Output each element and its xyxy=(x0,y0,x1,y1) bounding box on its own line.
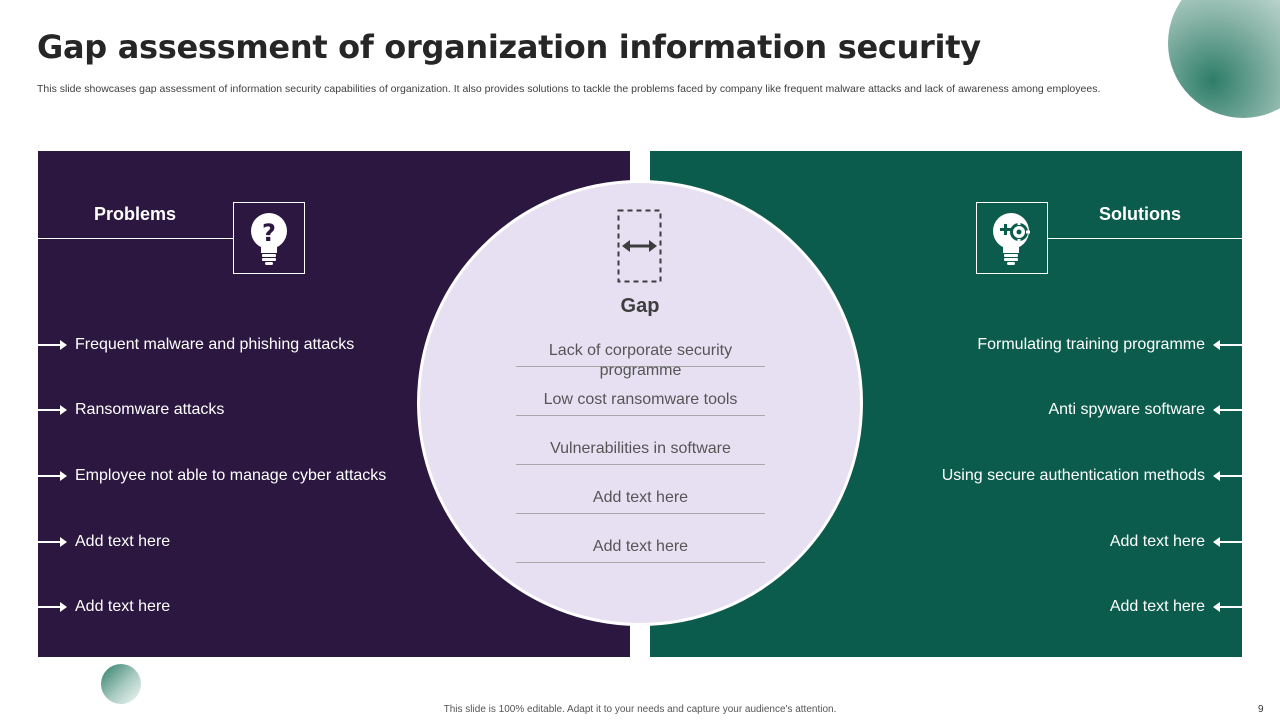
problem-item-label: Add text here xyxy=(75,598,171,615)
svg-text:?: ? xyxy=(262,219,276,247)
problem-item: Add text here xyxy=(38,532,170,552)
solution-item-label: Add text here xyxy=(1109,533,1205,550)
slide-title: Gap assessment of organization informati… xyxy=(37,28,981,66)
solution-item-label: Add text here xyxy=(1109,598,1205,615)
problem-item: Add text here xyxy=(38,597,170,617)
solutions-heading: Solutions xyxy=(1099,204,1181,224)
gap-item: Low cost ransomware tools xyxy=(516,390,765,416)
gap-heading: Gap xyxy=(620,295,660,317)
gap-item: Add text here xyxy=(516,488,765,514)
solution-item: Anti spyware software xyxy=(1048,400,1242,420)
arrow-left-icon xyxy=(1213,340,1242,350)
slide-subtitle: This slide showcases gap assessment of i… xyxy=(37,83,1101,95)
arrow-right-icon xyxy=(38,471,67,481)
bottom-decoration-circle xyxy=(101,664,141,704)
solution-item-label: Using secure authentication methods xyxy=(941,467,1205,484)
problems-heading-line xyxy=(38,238,233,239)
problem-item-label: Add text here xyxy=(75,533,171,550)
slide-footer: This slide is 100% editable. Adapt it to… xyxy=(443,704,837,715)
solution-item-label: Anti spyware software xyxy=(1048,401,1205,418)
solution-item: Add text here xyxy=(1110,597,1242,617)
arrow-right-icon xyxy=(38,340,67,350)
problem-item-label: Employee not able to manage cyber attack… xyxy=(75,467,387,484)
problem-item: Ransomware attacks xyxy=(38,400,224,420)
arrow-left-icon xyxy=(1213,602,1242,612)
problem-item-label: Ransomware attacks xyxy=(75,401,225,418)
lightbulb-gear-icon xyxy=(976,202,1048,274)
solution-item: Using secure authentication methods xyxy=(942,466,1242,486)
arrow-right-icon xyxy=(38,537,67,547)
arrow-left-icon xyxy=(1213,471,1242,481)
gap-circle xyxy=(417,180,863,626)
problems-heading: Problems xyxy=(94,204,177,224)
lightbulb-question-icon: ? xyxy=(233,202,305,274)
corner-decoration-circle xyxy=(1168,0,1280,118)
gap-item: Add text here xyxy=(516,537,765,563)
solution-item-label: Formulating training programme xyxy=(977,336,1205,353)
gap-arrows-icon xyxy=(617,209,662,283)
arrow-right-icon xyxy=(38,405,67,415)
page-number: 9 xyxy=(1258,704,1264,715)
solution-item: Formulating training programme xyxy=(977,335,1242,355)
solutions-heading-line xyxy=(1047,238,1242,239)
solution-item: Add text here xyxy=(1110,532,1242,552)
gap-item: Vulnerabilities in software xyxy=(516,439,765,465)
problem-item: Employee not able to manage cyber attack… xyxy=(38,466,386,486)
problem-item: Frequent malware and phishing attacks xyxy=(38,335,354,355)
arrow-left-icon xyxy=(1213,537,1242,547)
arrow-left-icon xyxy=(1213,405,1242,415)
gap-item: Lack of corporate security programme xyxy=(516,341,765,379)
problem-item-label: Frequent malware and phishing attacks xyxy=(75,336,355,353)
arrow-right-icon xyxy=(38,602,67,612)
